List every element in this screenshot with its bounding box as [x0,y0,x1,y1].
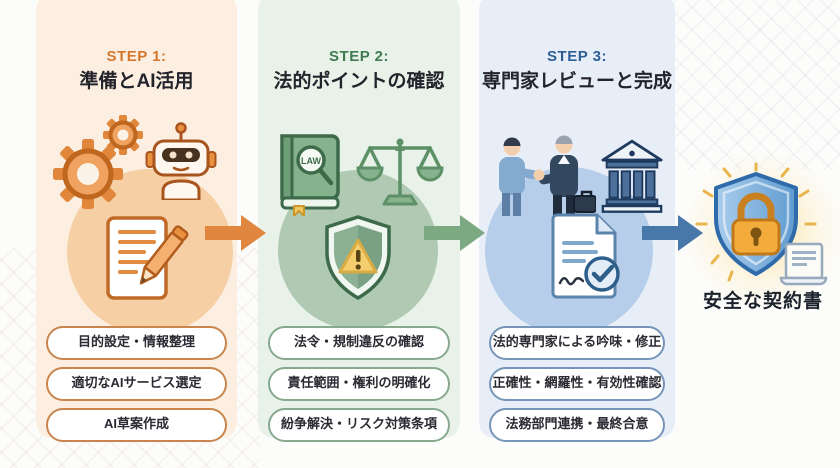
step-3-item: 正確性・網羅性・有効性確認 [489,367,665,401]
scroll-icon [779,242,828,286]
scales-icon [356,138,444,206]
step-2-item-list: 法令・規制違反の確認 責任範囲・権利の明確化 紛争解決・リスク対策条項 [268,326,450,442]
step-2-item: 責任範囲・権利の明確化 [268,367,450,401]
crosshatch-pattern-top-right [650,0,840,170]
step-1-item: 目的設定・情報整理 [46,326,227,360]
gear-icon [53,115,143,209]
step-3-label: STEP 3: [547,48,607,65]
step-1-panel: STEP 1: 準備とAI活用 [36,0,237,442]
step-1-item: AI草案作成 [46,408,227,442]
step-2-panel: STEP 2: 法的ポイントの確認 LAW [258,0,460,442]
step-2-title: 法的ポイントの確認 [273,71,445,92]
step-2-item: 法令・規制違反の確認 [268,326,450,360]
step-3-panel: STEP 3: 専門家レビューと完成 [479,0,675,442]
step-2-label: STEP 2: [329,48,389,65]
rays-icon [695,162,817,282]
step-1-item-list: 目的設定・情報整理 適切なAIサービス選定 AI草案作成 [46,326,227,442]
robot-icon [145,122,217,200]
handshake-icon [499,135,596,216]
step-1-item: 適切なAIサービス選定 [46,367,227,401]
law-book-icon: LAW [280,134,340,216]
arrow-right-icon [642,215,703,251]
step-3-item: 法的専門家による吟味・修正 [489,326,665,360]
step-3-item-list: 法的専門家による吟味・修正 正確性・網羅性・有効性確認 法務部門連携・最終合意 [489,326,665,442]
arrow-right-icon [205,215,266,251]
step-1-title: 準備とAI活用 [79,71,194,92]
result-label: 安全な契約書 [702,291,823,312]
document-pencil-icon [106,216,189,300]
document-check-icon [551,213,620,299]
step-2-item: 紛争解決・リスク対策条項 [268,408,450,442]
step-3-item: 法務部門連携・最終合意 [489,408,665,442]
shield-lock-icon [695,162,828,286]
arrow-right-icon [424,215,485,251]
bank-icon [601,139,663,213]
step-3-title: 専門家レビューと完成 [481,71,672,92]
shield-warning-icon [325,215,391,301]
step-1-label: STEP 1: [106,48,167,65]
law-book-text: LAW [301,156,322,166]
